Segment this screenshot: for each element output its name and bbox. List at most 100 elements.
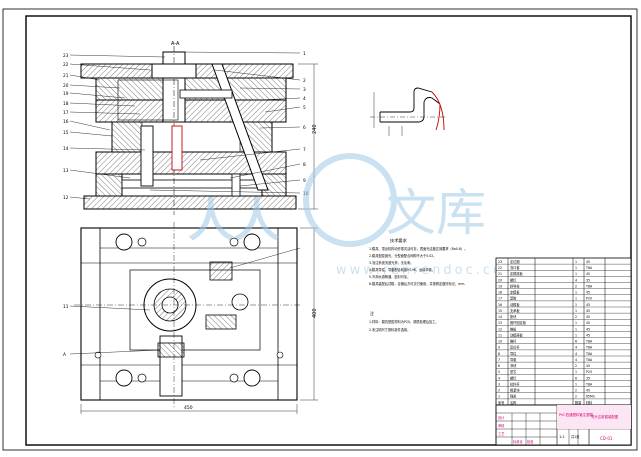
bom-cell: 斜导柱: [510, 283, 520, 288]
svg-text:4.模具导柱、导套配合精度H7/f6，运动平稳。: 4.模具导柱、导套配合精度H7/f6，运动平稳。: [369, 267, 435, 272]
callouts-top-right: [149, 51, 301, 194]
top-section-view: A-A 240: [80, 41, 318, 215]
bom-cell: 23: [498, 260, 502, 264]
bom-cell: 动模座板: [510, 332, 524, 337]
part-detail-view: [370, 87, 445, 136]
bom-cell: 45: [586, 315, 590, 319]
bom-cell: 2: [575, 284, 577, 288]
bom-cell: 4: [575, 278, 577, 282]
svg-text:设计: 设计: [498, 415, 505, 420]
bom-cell: 35: [586, 376, 590, 380]
svg-text:23: 23: [63, 53, 69, 59]
callout-11: 11: [63, 304, 69, 310]
drawing-code: CD-01: [600, 436, 613, 441]
bom-cell: 定模板: [510, 290, 520, 295]
bom-cell: 1: [575, 321, 577, 325]
bom-cell: 13: [498, 321, 502, 325]
bom-cell: 11: [498, 333, 502, 337]
bom-cell: 导柱: [510, 351, 517, 356]
svg-text:7: 7: [303, 147, 306, 153]
bom-cell: T8A: [585, 358, 593, 362]
bom-cell: 弹簧: [510, 394, 517, 399]
bom-cell: 1: [575, 333, 577, 337]
bom-cell: 6: [575, 376, 577, 380]
bom-cell: 45: [586, 260, 590, 264]
bom-cell: 45: [586, 309, 590, 313]
bom-cell: 16: [498, 303, 502, 307]
notes-title: 技术要求: [390, 237, 408, 244]
bom-cell: 2: [498, 389, 500, 393]
bom-cell: 21: [498, 272, 502, 276]
bom-cell: 7: [498, 358, 500, 362]
watermark: 人人 文库 www.renrendoc.com: [188, 153, 520, 278]
svg-text:1.模具、顶出机构动作需灵活可靠，表面光洁度达到要求（Ra0: 1.模具、顶出机构动作需灵活可靠，表面光洁度达到要求（Ra0.8）。: [369, 246, 467, 251]
bom-cell: 支承板: [510, 308, 520, 313]
bom-cell: 1: [575, 370, 577, 374]
watermark-sub: www.renrendoc.com: [336, 263, 520, 278]
bom-cell: T8A: [585, 352, 593, 356]
bom-cell: 1: [575, 260, 577, 264]
bom-cell: 2: [575, 315, 577, 319]
bom-cell: 型芯: [510, 369, 517, 374]
bom-cell: 17: [498, 297, 502, 301]
svg-text:9: 9: [303, 178, 306, 184]
bom-cell: 浇口套: [510, 265, 520, 270]
bom-cell: 定模座板: [510, 271, 524, 276]
dimension-height-top: 240: [312, 124, 318, 134]
bom-cell: 1: [575, 309, 577, 313]
svg-text:1.材料：模具型腔材料为P20，调质处理后加工。: 1.材料：模具型腔材料为P20，调质处理后加工。: [369, 319, 439, 324]
svg-text:批准: 批准: [527, 439, 534, 444]
svg-text:19: 19: [63, 91, 69, 97]
bom-cell: 4: [575, 358, 577, 362]
bom-cell: 动模板: [510, 302, 520, 307]
svg-text:审核: 审核: [498, 423, 505, 428]
bom-cell: 1: [575, 382, 577, 386]
svg-text:1: 1: [303, 51, 306, 57]
bom-cell: 1: [575, 303, 577, 307]
bom-cell: 1: [575, 266, 577, 270]
bom-cell: 滑块: [510, 363, 517, 368]
bom-cell: 复位杆: [510, 345, 520, 350]
bom-cell: P20: [586, 370, 592, 374]
svg-text:16: 16: [63, 119, 69, 125]
bom-cell: 45: [586, 291, 590, 295]
bom-cell: 楔紧块: [510, 388, 520, 393]
bom-cell: 19: [498, 284, 502, 288]
bom-cell: P20: [586, 297, 592, 301]
svg-text:2.未注明尺寸按标准件选用。: 2.未注明尺寸按标准件选用。: [369, 327, 410, 332]
bom-cell: T8A: [585, 284, 593, 288]
bom-cell: T8A: [585, 382, 593, 386]
svg-text:17: 17: [63, 110, 69, 116]
bom-cell: 45: [586, 272, 590, 276]
svg-text:5.冷却水道畅通，密封可靠。: 5.冷却水道畅通，密封可靠。: [369, 274, 410, 279]
bom-cell: 45: [586, 321, 590, 325]
svg-text:21: 21: [63, 73, 69, 79]
bom-cell: 3: [498, 382, 500, 386]
svg-text:标准化: 标准化: [513, 439, 523, 444]
svg-text:8: 8: [303, 162, 306, 168]
svg-text:15: 15: [63, 130, 69, 136]
svg-text:18: 18: [63, 101, 69, 107]
bom-cell: 45: [586, 327, 590, 331]
bom-cell: 1: [575, 327, 577, 331]
bom-cell: 45: [586, 389, 590, 393]
bom-cell: 12: [498, 327, 502, 331]
bottom-plan-view: 450 400 11 A: [63, 222, 318, 414]
svg-text:5: 5: [303, 105, 306, 111]
bom-header-cell: 数量: [575, 400, 582, 405]
sheet-count: 共1张: [571, 434, 580, 439]
svg-text:3.浇注系统流道光滑，无毛刺。: 3.浇注系统流道光滑，无毛刺。: [369, 260, 413, 265]
svg-text:22: 22: [63, 62, 69, 68]
bom-cell: 4: [575, 346, 577, 350]
technical-notes: 技术要求 1.模具、顶出机构动作需灵活可靠，表面光洁度达到要求（Ra0.8）。 …: [369, 237, 467, 332]
bom-cell: 2: [575, 389, 577, 393]
section-marker-a: A: [63, 352, 66, 358]
bom-cell: 5: [498, 370, 500, 374]
scale: 1:1: [559, 435, 565, 439]
svg-text:2.模具型腔抛光，分型面配合间隙不大于0.02。: 2.模具型腔抛光，分型面配合间隙不大于0.02。: [369, 253, 437, 258]
dimension-height-bottom: 400: [312, 308, 318, 318]
bom-cell: 垫块: [510, 314, 517, 319]
